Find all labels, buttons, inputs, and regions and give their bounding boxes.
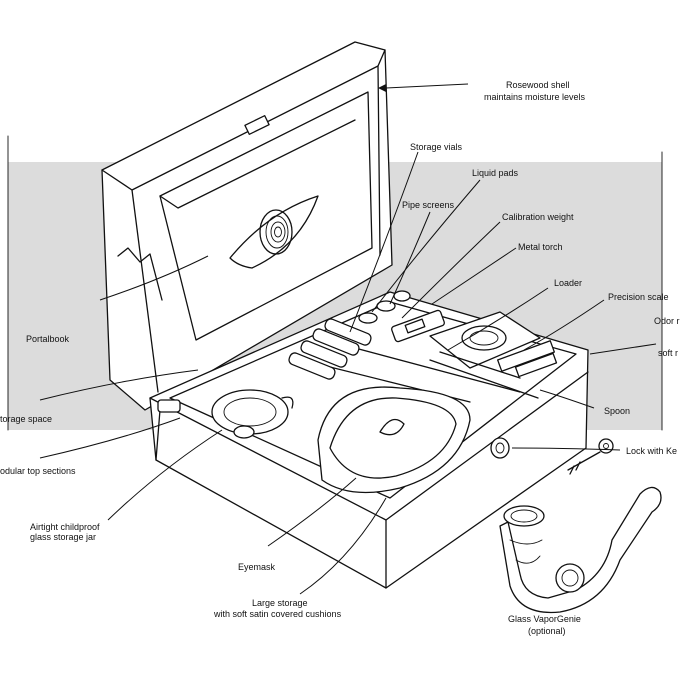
label-odor-2: soft r [658, 348, 678, 358]
box-left-side [155, 409, 161, 461]
hinge [157, 399, 181, 413]
loader [439, 351, 521, 379]
label-airtight-1: Airtight childproof [30, 522, 100, 532]
portalbook-inner [159, 119, 356, 209]
lid [101, 41, 393, 411]
portalbook-panel [159, 91, 373, 341]
lock-icon [490, 437, 510, 459]
label-pipe-screens: Pipe screens [402, 200, 455, 210]
label-liquid-pads: Liquid pads [472, 168, 519, 178]
label-metal-torch: Metal torch [518, 242, 563, 252]
label-calibration-weight: Calibration weight [502, 212, 574, 222]
label-portalbook: Portalbook [26, 334, 70, 344]
label-precision-scale: Precision scale [608, 292, 669, 302]
label-odor-1: Odor r [654, 316, 680, 326]
eyemask [317, 386, 471, 494]
label-airtight-2: glass storage jar [30, 532, 96, 542]
eyemask-body [329, 397, 457, 479]
tray-divider-2 [339, 343, 521, 393]
label-spoon: Spoon [604, 406, 630, 416]
label-vaporgenie-1: Glass VaporGenie [508, 614, 581, 624]
vaporgenie-pipe [499, 486, 662, 614]
eyemask-logo [379, 418, 405, 436]
storage-vials [288, 318, 372, 380]
lid-inner-left-edge [131, 189, 159, 393]
spoon [429, 359, 539, 399]
label-storage-vials: Storage vials [410, 142, 463, 152]
label-storage-space: torage space [0, 414, 52, 424]
arrow-rosewood [378, 84, 386, 92]
label-lock-with-key: Lock with Ke [626, 446, 677, 456]
label-modular-top: odular top sections [0, 466, 76, 476]
lid-clasp [244, 115, 270, 135]
metal-torch [391, 309, 445, 343]
label-loader: Loader [554, 278, 582, 288]
label-large-storage-2: with soft satin covered cushions [213, 609, 342, 619]
label-eyemask: Eyemask [238, 562, 276, 572]
leader-lines [39, 83, 657, 595]
label-large-storage-1: Large storage [252, 598, 308, 608]
eye-icon [229, 195, 319, 269]
label-rosewood-1: Rosewood shell [506, 80, 570, 90]
lid-hinge-notch [117, 247, 163, 301]
glass-jar [211, 389, 294, 439]
label-vaporgenie-2: (optional) [528, 626, 566, 636]
labels: Rosewood shell maintains moisture levels… [0, 80, 680, 636]
lid-inner-right-edge [377, 65, 381, 256]
label-rosewood-2: maintains moisture levels [484, 92, 586, 102]
